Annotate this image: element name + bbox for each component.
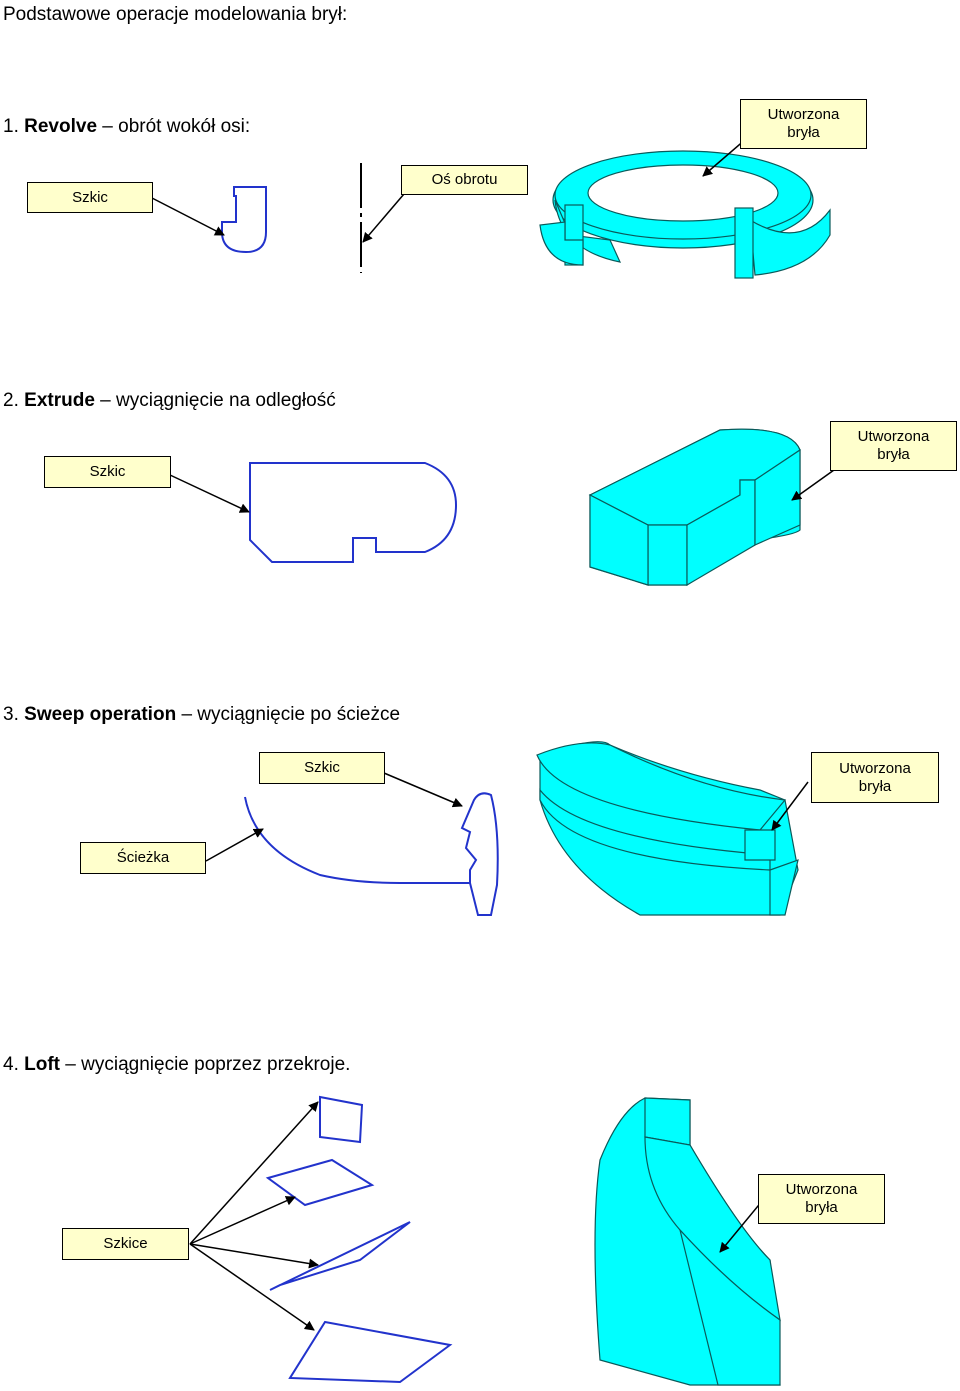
loft-result-arrow [719, 1199, 764, 1253]
loft-section-2 [265, 1158, 375, 1207]
loft-arrow-2 [189, 1196, 296, 1245]
sweep-result-label-line1: Utworzona [839, 759, 911, 777]
loft-result-label-line1: Utworzona [785, 1181, 858, 1198]
loft-solid [594, 1097, 781, 1386]
revolve-result-label-line2: bryła [787, 124, 820, 141]
sweep-path-label: Ścieżka [80, 842, 206, 874]
section-3-number: 3. [3, 704, 19, 725]
extrude-result-label: Utworzona bryła [830, 421, 957, 471]
sweep-sketch-arrow [383, 772, 463, 808]
section-3-description: – wyciągnięcie po ścieżce [181, 704, 401, 725]
loft-section-4 [288, 1320, 453, 1384]
extrude-sketch-label: Szkic [44, 456, 171, 488]
extrude-result-label-line2: bryła [877, 446, 910, 463]
revolve-result-label-line1: Utworzona [767, 106, 840, 123]
sweep-sketch-label: Szkic [259, 752, 385, 784]
sweep-result-arrow [771, 781, 809, 831]
sweep-path-curve [244, 796, 470, 884]
revolve-axis-arrow [362, 193, 405, 243]
loft-section-1 [319, 1095, 364, 1144]
section-2-description: – wyciągnięcie na odległość [100, 390, 336, 411]
extrude-solid [588, 428, 801, 587]
section-4-term: Loft [24, 1054, 61, 1075]
loft-sketches-label: Szkice [62, 1228, 189, 1260]
section-2-term: Extrude [24, 390, 95, 411]
section-1-number: 1. [3, 116, 19, 137]
section-1-heading: 1. Revolve – obrót wokół osi: [3, 116, 250, 138]
section-3-heading: 3. Sweep operation – wyciągnięcie po ści… [3, 704, 400, 726]
loft-result-label: Utworzona bryła [758, 1174, 885, 1224]
sweep-path-arrow [205, 828, 264, 862]
sweep-solid [536, 741, 799, 916]
section-4-number: 4. [3, 1054, 19, 1075]
revolve-axis-label: Oś obrotu [401, 165, 528, 195]
section-4-heading: 4. Loft – wyciągnięcie poprzez przekroje… [3, 1054, 350, 1076]
extrude-sketch-profile [249, 462, 458, 563]
revolve-sketch-label: Szkic [27, 182, 153, 213]
sweep-result-label-line2: bryła [858, 777, 892, 795]
loft-arrow-1 [189, 1101, 319, 1245]
revolve-sketch-profile [221, 186, 267, 254]
section-1-description: – obrót wokół osi: [102, 116, 251, 137]
sweep-sketch-profile [460, 792, 499, 916]
loft-arrow-4 [189, 1243, 315, 1331]
section-4-description: – wyciągnięcie poprzez przekroje. [65, 1054, 351, 1075]
loft-arrow-3 [189, 1243, 319, 1269]
extrude-result-label-line1: Utworzona [857, 428, 930, 445]
section-2-number: 2. [3, 390, 19, 411]
section-1-term: Revolve [24, 116, 98, 137]
sweep-result-label: Utworzona bryła [811, 752, 939, 803]
loft-section-3 [269, 1221, 411, 1291]
loft-result-label-line2: bryła [805, 1199, 838, 1216]
extrude-result-arrow [791, 469, 835, 501]
section-3-term: Sweep operation [24, 704, 177, 725]
revolve-result-label: Utworzona bryła [740, 99, 867, 149]
page-title: Podstawowe operacje modelowania brył: [3, 4, 348, 25]
revolve-solid [539, 150, 831, 279]
section-2-heading: 2. Extrude – wyciągnięcie na odległość [3, 390, 336, 412]
extrude-sketch-arrow [169, 474, 250, 513]
revolve-sketch-arrow [151, 197, 225, 236]
